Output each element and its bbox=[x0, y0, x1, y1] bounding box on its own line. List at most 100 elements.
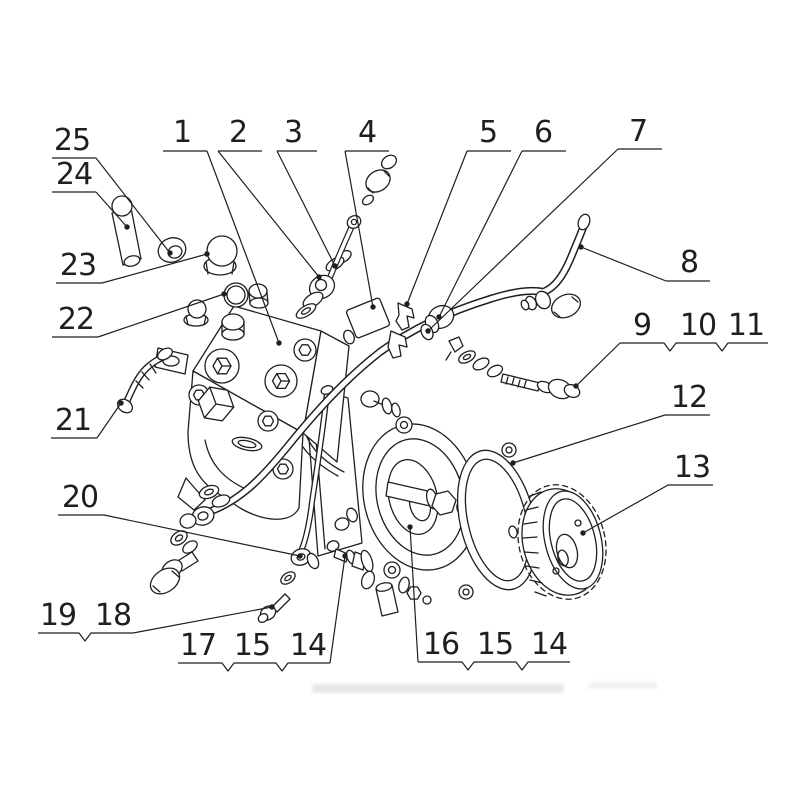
callout-underline-19-18 bbox=[38, 632, 133, 642]
part-number-1: 1 bbox=[173, 115, 191, 150]
watermark-smudge bbox=[312, 682, 658, 693]
callout-dot-5 bbox=[404, 301, 410, 307]
part-number-6: 6 bbox=[534, 115, 552, 150]
callout-leader-19-18 bbox=[132, 606, 273, 634]
callout-dot-4 bbox=[370, 304, 376, 310]
callout-4: 4 bbox=[344, 115, 389, 310]
part-number-21: 21 bbox=[55, 403, 91, 438]
spade-clip bbox=[448, 336, 464, 353]
part-number-16: 16 bbox=[423, 627, 459, 662]
part-number-8: 8 bbox=[680, 245, 698, 280]
head-bolt bbox=[293, 338, 317, 362]
callout-dot-23 bbox=[204, 251, 210, 257]
bolt-washer-row bbox=[326, 540, 374, 573]
block-stub bbox=[343, 329, 355, 345]
callout-leader-12 bbox=[512, 414, 666, 464]
part-number-5: 5 bbox=[479, 115, 497, 150]
callout-dot-17-15-14 bbox=[342, 553, 348, 559]
part-number-2: 2 bbox=[229, 115, 247, 150]
gear-face-hole bbox=[574, 519, 582, 527]
gear-center-hole bbox=[557, 549, 569, 567]
shaft-hex-nut bbox=[431, 490, 457, 516]
washer bbox=[295, 303, 317, 319]
bolt-hex-head bbox=[365, 169, 391, 193]
part-number-19: 19 bbox=[40, 598, 76, 633]
callout-21: 21 bbox=[51, 400, 124, 439]
callout-20: 20 bbox=[58, 480, 303, 559]
callout-leader-2 bbox=[217, 150, 320, 278]
o-ring bbox=[223, 282, 249, 308]
callout-22: 22 bbox=[52, 291, 227, 338]
callout-leader-21 bbox=[96, 402, 122, 439]
gasket bbox=[456, 442, 538, 600]
part-number-15: 15 bbox=[234, 628, 270, 663]
pin bbox=[111, 195, 142, 267]
callout-leader-25 bbox=[95, 157, 171, 254]
callout-dot-13 bbox=[580, 530, 586, 536]
callout-1: 1 bbox=[163, 115, 282, 346]
pump-ear-top bbox=[395, 416, 413, 434]
part-number-10: 10 bbox=[680, 308, 716, 343]
callout-dot-3 bbox=[332, 263, 338, 269]
bolt-hex-head bbox=[149, 567, 181, 595]
callout-dot-25 bbox=[167, 250, 173, 256]
callout-dot-21 bbox=[118, 400, 124, 406]
elbow-fitting bbox=[520, 290, 582, 319]
part-number-20: 20 bbox=[62, 480, 98, 515]
callout-underline-9-10-11 bbox=[620, 342, 768, 352]
ring-washer bbox=[157, 237, 187, 263]
callout-3: 3 bbox=[276, 115, 338, 269]
bolt-washer-sequence bbox=[445, 336, 581, 400]
callout-7: 7 bbox=[425, 114, 662, 334]
pump-ear-bottom bbox=[383, 561, 401, 579]
gear-hub bbox=[555, 533, 579, 569]
oil-pump bbox=[326, 390, 478, 617]
callout-25: 25 bbox=[52, 123, 173, 256]
callout-dot-12 bbox=[510, 460, 516, 466]
part-number-4: 4 bbox=[358, 115, 376, 150]
callout-leader-3 bbox=[276, 150, 336, 267]
callout-leader-23 bbox=[101, 253, 208, 284]
pipe-tip bbox=[577, 213, 591, 231]
callout-leader-4 bbox=[344, 150, 374, 308]
part-number-3: 3 bbox=[284, 115, 302, 150]
callout-dot-22 bbox=[221, 291, 227, 297]
elbow-union bbox=[295, 274, 336, 319]
gasket-tab-hole bbox=[501, 442, 517, 458]
gear-teeth-ring bbox=[517, 484, 607, 600]
washer bbox=[211, 494, 231, 508]
hose-braid-ticks bbox=[135, 363, 157, 389]
head-bolt bbox=[257, 410, 279, 432]
callout-leader-6 bbox=[438, 150, 523, 318]
small-bolt bbox=[257, 593, 291, 624]
callout-dot-2 bbox=[316, 274, 322, 280]
under-pump-parts-row bbox=[360, 570, 432, 617]
washer bbox=[486, 364, 504, 378]
part-number-9: 9 bbox=[633, 308, 651, 343]
gasket-hole bbox=[508, 525, 518, 539]
washer bbox=[280, 571, 296, 585]
timing-gear bbox=[517, 484, 607, 600]
pump-mount-bolt-set bbox=[360, 390, 401, 418]
part-number-7: 7 bbox=[629, 114, 647, 149]
gear-tooth-hatch bbox=[522, 491, 547, 597]
washer bbox=[182, 540, 198, 554]
callout-dot-24 bbox=[124, 224, 130, 230]
callout-23: 23 bbox=[56, 248, 210, 284]
callout-leader-22 bbox=[97, 293, 225, 338]
callout-leader-20 bbox=[103, 514, 301, 557]
left-hose bbox=[116, 347, 174, 414]
pump-lower-bolt-set bbox=[334, 507, 358, 531]
part-number-13: 13 bbox=[674, 450, 710, 485]
callout-24: 24 bbox=[52, 157, 130, 230]
callout-underline-16-15-14 bbox=[418, 661, 570, 671]
hose-end-fitting bbox=[116, 398, 134, 414]
washer bbox=[458, 350, 476, 364]
gear-face-hole bbox=[552, 567, 560, 575]
watermark-bar-1 bbox=[312, 684, 564, 693]
